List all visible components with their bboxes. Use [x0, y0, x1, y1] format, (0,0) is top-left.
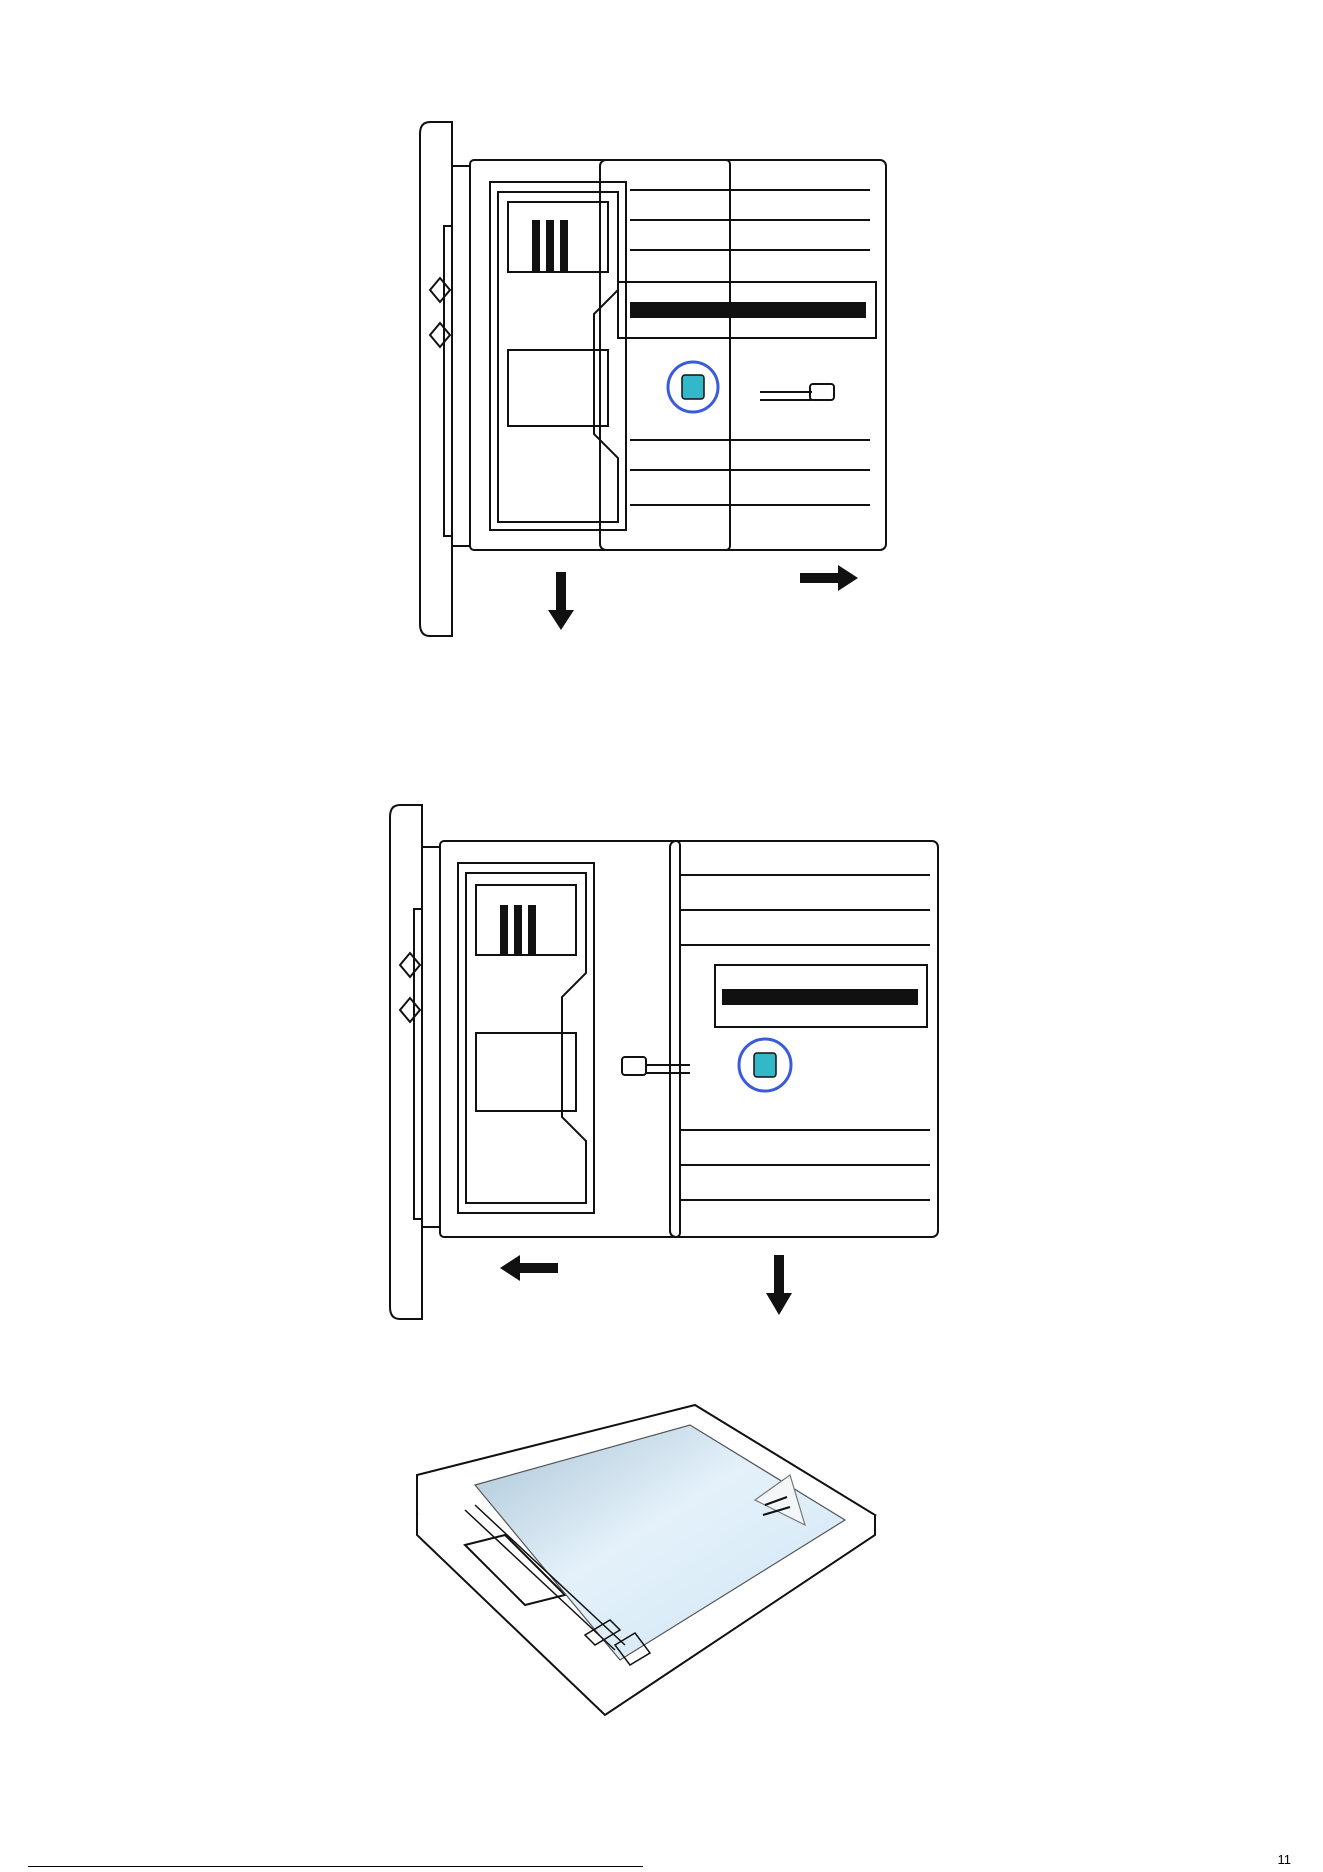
- diamond-mark-icon: [400, 953, 420, 1022]
- arrow-down-icon: [548, 572, 574, 630]
- lock-slider: [682, 375, 704, 399]
- arrow-right-icon: [800, 565, 858, 591]
- arrow-down-icon: [766, 1255, 792, 1315]
- page-number: 11: [1278, 1852, 1292, 1867]
- tray-with-paper-illustration: [405, 1395, 925, 1735]
- lock-slider: [754, 1053, 776, 1077]
- arrow-left-icon: [500, 1255, 558, 1281]
- tray-extend-diagram: [400, 110, 920, 650]
- footer-rule: [28, 1866, 643, 1867]
- pickup-roller-bar: [722, 989, 918, 1005]
- diamond-mark-icon: [430, 278, 450, 347]
- pickup-roller-bar: [630, 302, 866, 318]
- tray-retract-diagram: [370, 795, 950, 1335]
